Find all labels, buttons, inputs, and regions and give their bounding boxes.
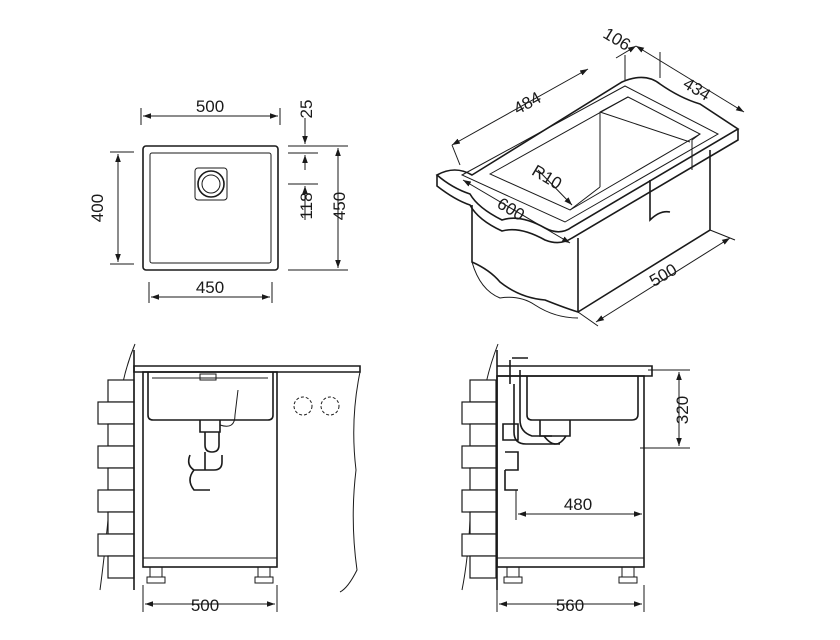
dim-iso-top: 106 434	[600, 24, 745, 113]
side-faucet-pipes	[509, 357, 560, 445]
label-450-bottom: 450	[196, 278, 224, 297]
dim-side-560: 560	[496, 585, 645, 615]
label-560: 560	[556, 596, 584, 615]
brick-wall-left	[97, 343, 136, 591]
front-view: 500	[97, 343, 361, 615]
side-sink-bowl	[526, 376, 639, 421]
label-400: 400	[88, 194, 107, 222]
side-view: 320 480 560	[461, 343, 692, 615]
label-500-iso: 500	[646, 260, 680, 291]
dim-iso-500: 500	[577, 229, 736, 327]
drain-outer-circle	[197, 170, 225, 198]
label-500-front: 500	[191, 596, 219, 615]
front-counter-wavy	[339, 371, 361, 593]
dim-front-500: 500	[142, 585, 278, 615]
dim-side-320: 320	[640, 369, 692, 449]
drain-square	[194, 167, 228, 201]
cabinet-wavy-cut	[471, 261, 579, 319]
dim-top-height-400: 400	[88, 151, 134, 265]
side-cabinet	[496, 375, 645, 568]
label-500-top: 500	[196, 97, 224, 116]
dim-top-right: 25 118 450	[288, 100, 349, 271]
label-r10: R10	[529, 161, 566, 193]
countertop-edge	[436, 129, 739, 244]
sink-bowl-outline	[149, 152, 272, 264]
label-434: 434	[680, 74, 714, 105]
dim-top-width: 500	[140, 97, 281, 125]
bowl-inner-walls	[569, 96, 701, 211]
label-484: 484	[510, 88, 544, 118]
label-600: 600	[494, 194, 528, 225]
label-450-right: 450	[330, 192, 349, 220]
dim-side-480: 480	[515, 490, 642, 520]
brick-wall-right	[461, 343, 499, 591]
label-25: 25	[297, 100, 316, 119]
side-drain	[539, 420, 571, 445]
side-trap	[502, 423, 519, 491]
front-drain-trap	[187, 420, 223, 491]
top-view: 500 400 450 25 118 450	[88, 97, 349, 303]
front-cabinet	[142, 371, 278, 568]
isometric-view: 106 434 484 R10 600 500	[435, 24, 745, 327]
dim-top-bottom-450: 450	[148, 278, 273, 303]
front-sink-bowl	[147, 372, 274, 421]
drain-inner-circle	[201, 174, 221, 194]
sink-outer-outline	[142, 145, 279, 271]
label-480: 480	[564, 495, 592, 514]
label-118: 118	[297, 192, 316, 219]
label-320: 320	[673, 396, 692, 424]
cabinet-body	[471, 150, 711, 314]
front-countertop	[133, 365, 361, 373]
dim-iso-r10: R10	[529, 161, 573, 206]
